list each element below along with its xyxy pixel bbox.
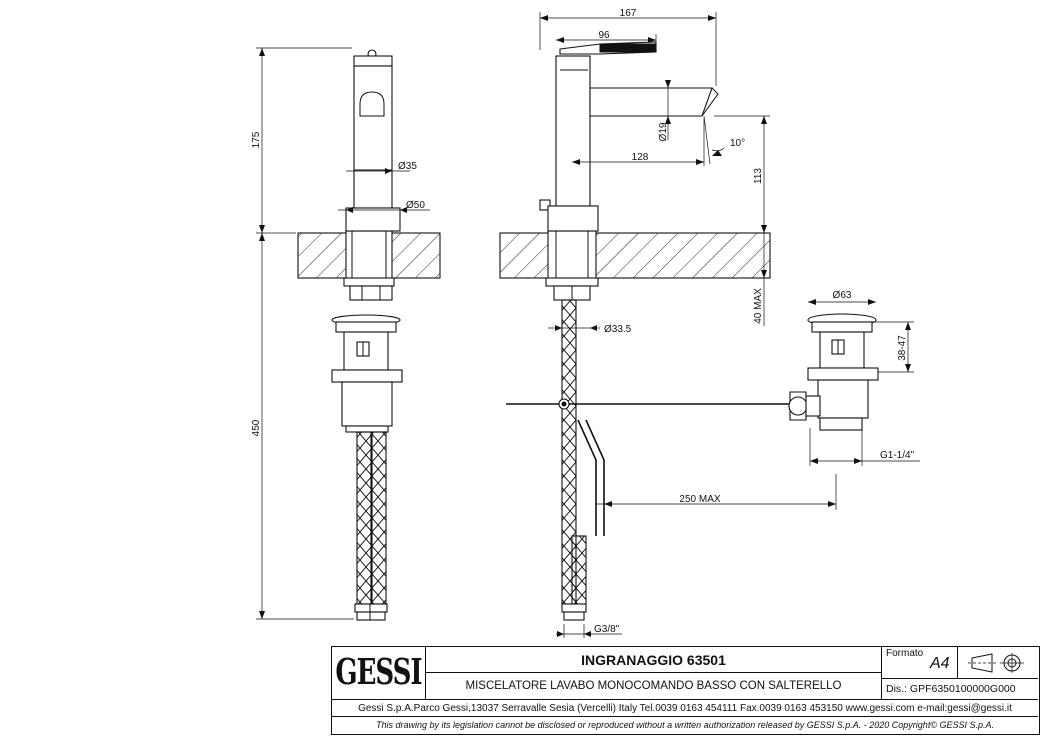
dim-thread-g3-8: G3/8" — [594, 624, 620, 635]
legal-notice: This drawing by its legislation cannot b… — [376, 720, 994, 730]
front-mixer-body — [353, 65, 393, 209]
front-hose-right — [371, 431, 387, 605]
gessi-logo: GESSI — [332, 647, 426, 699]
side-mixer-body — [555, 55, 591, 207]
dim-angle-10: 10° — [730, 138, 745, 149]
dim-dia-35: Ø35 — [398, 161, 417, 172]
dim-175: 175 — [251, 131, 262, 148]
format-value: A4 — [930, 655, 950, 672]
format-cell: Formato A4 — [882, 647, 958, 679]
dim-113: 113 — [753, 168, 764, 184]
dim-96: 96 — [598, 30, 610, 41]
dim-thread-g1: G1-1/4" — [880, 450, 915, 461]
format-label: Formato — [886, 648, 924, 659]
front-base — [345, 207, 401, 232]
company-address: Gessi S.p.A.Parco Gessi,13037 Serravalle… — [332, 699, 1038, 717]
dim-167: 167 — [620, 8, 637, 19]
side-counter-section — [499, 232, 771, 279]
front-spout-opening — [359, 91, 385, 117]
front-view: 175 450 Ø35 Ø50 — [251, 47, 441, 621]
product-title: INGRANAGGIO 63501 — [426, 647, 882, 673]
projection-symbol-icon — [958, 647, 1038, 679]
dim-450: 450 — [251, 419, 262, 436]
drawing-number: Dis.: GPF6350100000G000 — [886, 683, 1016, 695]
dim-dia-33-5: Ø33.5 — [604, 324, 632, 335]
side-spout — [589, 87, 713, 117]
dim-40-max: 40 MAX — [753, 288, 764, 324]
dim-dia-19: Ø19 — [658, 122, 669, 141]
side-view: 167 96 Ø19 128 10° 113 40 MAX — [499, 8, 920, 638]
dim-dia-63: Ø63 — [833, 290, 852, 301]
title-block: GESSI INGRANAGGIO 63501 MISCELATORE LAVA… — [331, 646, 1040, 735]
dim-128: 128 — [632, 152, 649, 163]
dim-38-47: 38-47 — [897, 335, 908, 361]
product-description: MISCELATORE LAVABO MONOCOMANDO BASSO CON… — [426, 673, 882, 699]
dim-250-max: 250 MAX — [679, 494, 720, 505]
dim-dia-50: Ø50 — [406, 200, 425, 211]
front-hose-left — [356, 431, 372, 605]
